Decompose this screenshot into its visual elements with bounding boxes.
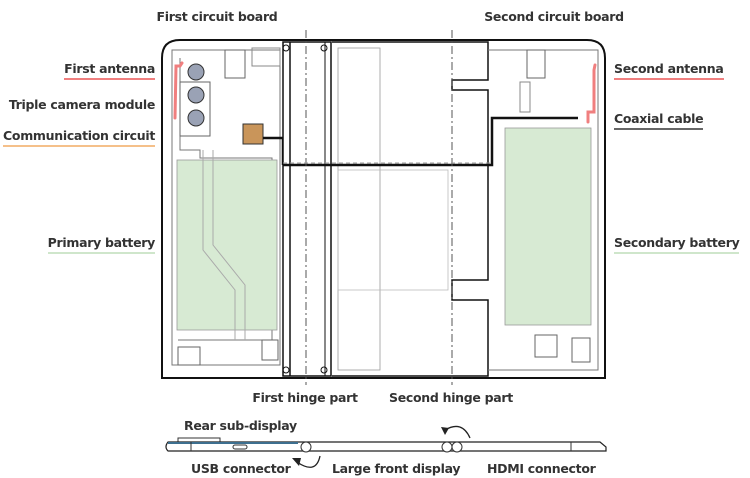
secondary-battery-label: Secondary battery	[614, 235, 740, 254]
component	[519, 81, 531, 113]
camera-lens	[187, 86, 205, 104]
camera-lens	[187, 63, 205, 81]
first-antenna-label: First antenna	[64, 61, 155, 80]
rear-sub-display-label: Rear sub-display	[184, 418, 297, 433]
hdmi-connector-label: HDMI connector	[487, 461, 596, 476]
secondary-battery	[504, 127, 592, 326]
first-hinge-part-label: First hinge part	[252, 390, 358, 405]
fold-arrow-icon	[296, 455, 321, 468]
component	[534, 334, 558, 358]
communication-circuit	[242, 123, 264, 145]
second-circuit-board-label: Second circuit board	[484, 9, 624, 24]
center-panel	[332, 41, 489, 377]
first-circuit-board-label: First circuit board	[156, 9, 278, 24]
communication-circuit-label: Communication circuit	[3, 128, 155, 147]
hinge-2b	[451, 441, 463, 453]
primary-battery-label: Primary battery	[47, 235, 155, 254]
first-antenna	[173, 61, 184, 120]
triple-camera-module-label: Triple camera module	[8, 97, 155, 112]
coaxial-cable	[283, 116, 578, 167]
component	[261, 339, 279, 361]
component	[177, 346, 201, 366]
camera-lens	[187, 109, 205, 127]
usb-connector-label: USB connector	[191, 461, 291, 476]
large-front-display-label: Large front display	[332, 461, 461, 476]
hinge-1	[300, 441, 312, 453]
component	[526, 49, 546, 79]
component	[224, 49, 246, 79]
hinge-2a	[441, 441, 453, 453]
component	[571, 337, 591, 363]
side-view	[165, 425, 607, 468]
second-antenna-label: Second antenna	[614, 61, 724, 80]
component	[251, 47, 281, 67]
primary-battery	[176, 159, 278, 331]
coaxial-cable-label: Coaxial cable	[614, 111, 704, 130]
first-hinge-strip	[282, 41, 332, 377]
second-antenna	[586, 63, 597, 124]
flex-cable	[202, 150, 246, 340]
usb-port	[232, 444, 248, 450]
second-hinge-part-label: Second hinge part	[389, 390, 513, 405]
